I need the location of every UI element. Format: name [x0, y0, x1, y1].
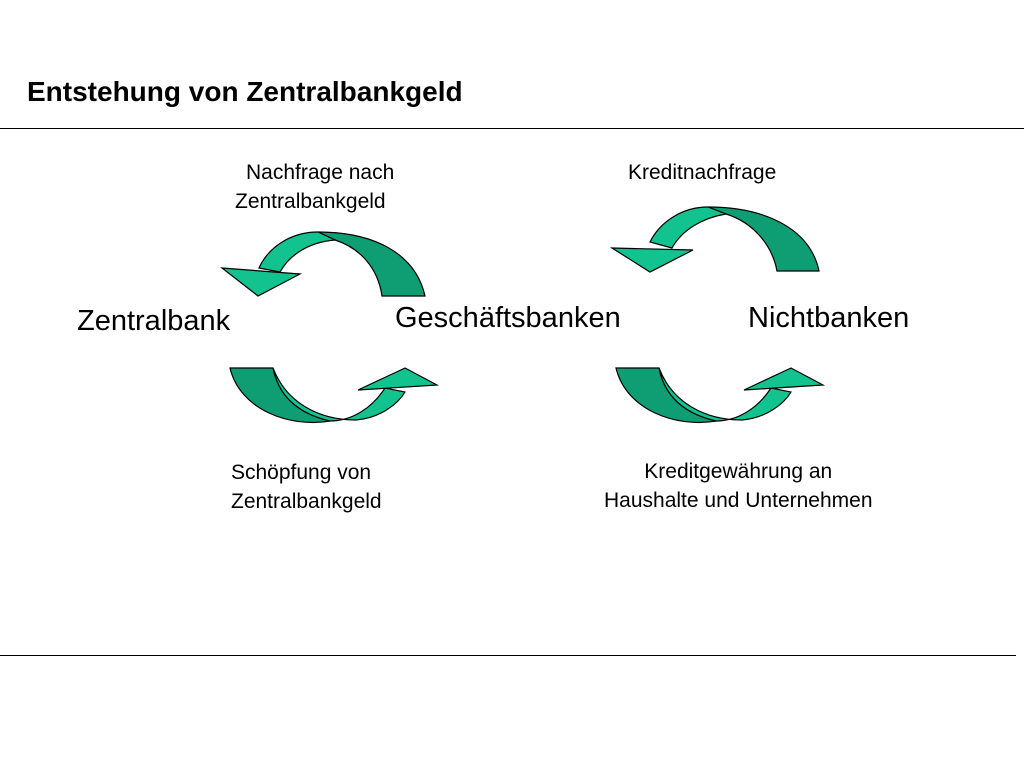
arrow-shaft-dark — [707, 206, 820, 272]
label-schoepfung-line-1: Schöpfung von — [231, 461, 372, 484]
label-schoepfung-line-2: Zentralbankgeld — [231, 490, 382, 513]
node-geschaeftsbanken: Geschäftsbanken — [395, 302, 621, 334]
slide-title: Entstehung von Zentralbankgeld — [27, 76, 463, 107]
curved-arrow-left-icon — [609, 206, 820, 273]
curved-arrow-right-icon — [615, 367, 826, 424]
node-nichtbanken: Nichtbanken — [748, 302, 910, 334]
arrow-shaft-light — [658, 367, 792, 422]
label-schoepfung: Schöpfung von Zentralbankgeld — [231, 458, 382, 516]
arrow-head-light — [609, 247, 694, 273]
label-kreditgewaehrung-line-2: Haushalte und Unternehmen — [604, 489, 873, 512]
label-nachfrage: Nachfrage nach Zentralbankgeld — [235, 158, 394, 216]
arrow-shaft-light — [272, 367, 406, 422]
arrow-head-light — [743, 367, 826, 391]
curved-arrow-right-icon — [229, 367, 440, 424]
arrow-head-light — [357, 367, 440, 391]
top-divider — [0, 128, 1024, 129]
label-nachfrage-line-1: Nachfrage nach — [246, 161, 395, 184]
arrow-shaft-light — [649, 206, 729, 249]
arrow-shaft-dark — [317, 231, 426, 297]
label-kreditnachfrage-line-1: Kreditnachfrage — [628, 161, 777, 184]
label-kreditgewaehrung-line-1: Kreditgewährung an — [644, 460, 833, 483]
label-kreditnachfrage: Kreditnachfrage — [628, 158, 776, 187]
arrow-head-light — [220, 267, 303, 297]
curved-arrow-left-icon — [220, 231, 426, 297]
label-kreditgewaehrung: Kreditgewährung an Haushalte und Unterne… — [604, 457, 873, 515]
label-nachfrage-line-2: Zentralbankgeld — [235, 190, 386, 213]
node-zentralbank: Zentralbank — [77, 305, 231, 337]
bottom-divider — [0, 655, 1016, 656]
